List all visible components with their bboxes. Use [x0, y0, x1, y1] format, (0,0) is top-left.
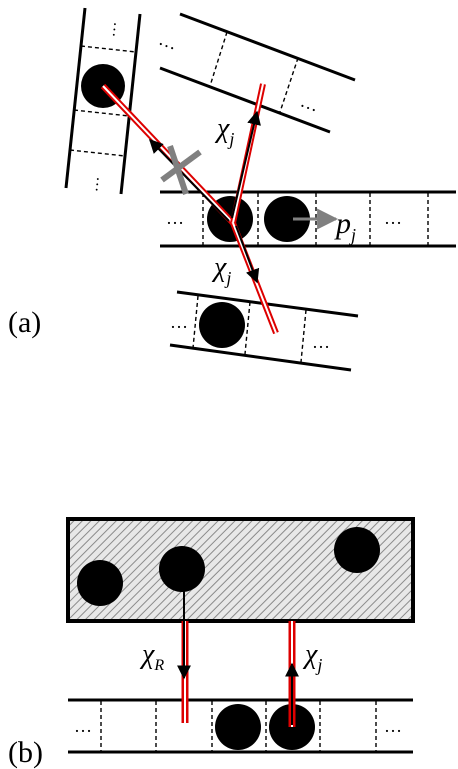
panel-a-label: (a) — [8, 306, 41, 339]
particle — [77, 560, 123, 606]
lane-upper-dots-right: … — [298, 91, 322, 116]
label-flux-capture: χj — [302, 639, 322, 675]
lane-upper-dots-left: … — [156, 29, 180, 54]
lane-left-dots-bottom: … — [84, 175, 103, 193]
panel-a: … … … … … … — [8, 7, 456, 372]
lane-bottom-dots-right: … — [384, 716, 402, 736]
label-flux-release: χR — [139, 639, 164, 674]
arrow-blocked — [149, 138, 230, 222]
lane-main-dots-right: … — [384, 208, 402, 228]
lane-lower-dots-left: … — [170, 312, 188, 332]
particle — [215, 704, 261, 750]
panel-b-label: (b) — [8, 736, 43, 769]
lane-lower-dots-right: … — [312, 332, 330, 352]
lane-left: … … — [64, 7, 142, 195]
particle — [334, 527, 380, 573]
arrow-flux-lower — [235, 225, 260, 284]
label-momentum: pj — [334, 207, 356, 245]
particle — [264, 196, 310, 242]
lane-bottom: … … — [68, 698, 413, 754]
arrow-flux-upper — [231, 110, 261, 219]
label-flux-upper: χj — [214, 113, 234, 149]
lane-upper-right: … … — [156, 12, 356, 134]
lane-left-dots-top: … — [101, 20, 120, 38]
lane-bottom-dots-left: … — [74, 716, 92, 736]
lane-main-dots-left: … — [166, 208, 184, 228]
label-flux-lower: χj — [211, 252, 231, 288]
panel-b: … … χR χj (b) — [8, 517, 415, 769]
blocked-cross — [160, 145, 202, 195]
particle — [159, 546, 205, 592]
particle — [199, 302, 245, 348]
